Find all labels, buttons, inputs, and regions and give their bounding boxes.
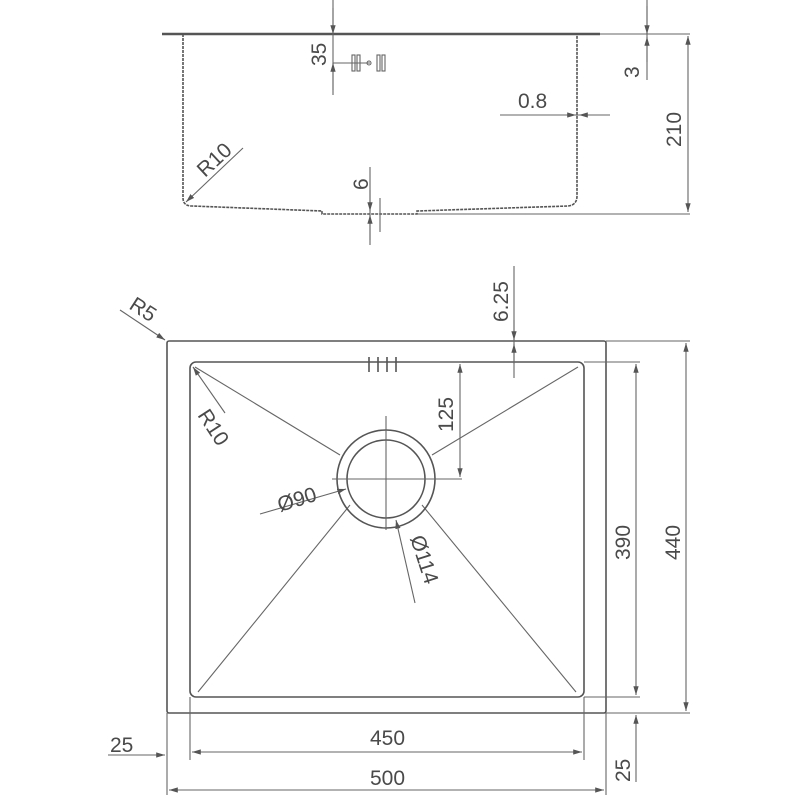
plan-view: 125 6.25 390 440 450 500 25 25 R5 R10 Ø9… [108,266,690,795]
slope-lines [194,366,579,693]
dim-6.25-label: 6.25 [490,281,513,322]
dim-3-label: 3 [621,66,644,78]
dim-0.8-label: 0.8 [518,90,547,113]
overflow-slots-icon [351,54,386,72]
dim-r10-leader [192,366,226,414]
dim-35-label: 35 [308,43,331,66]
dim-d114-label: Ø114 [405,532,442,587]
inner-basin [189,361,585,698]
dim-r10-label: R10 [193,405,233,450]
dim-440-label: 440 [662,525,685,560]
dim-d90-leader [259,488,347,515]
dim-390-label: 390 [612,525,635,560]
overflow-slots-icon [368,357,397,372]
dim-r10-leader [185,147,244,203]
dim-125-label: 125 [435,397,458,432]
dim-left-25-label: 25 [110,734,133,757]
dim-d114-leader [395,519,416,604]
dim-r10-label: R10 [193,139,237,182]
dim-6-label: 6 [350,178,373,190]
dim-d90-label: Ø90 [275,483,320,517]
dim-450-label: 450 [370,727,405,750]
dim-bottom-25-label: 25 [612,759,635,782]
dim-r5-label: R5 [125,293,160,327]
dim-500-label: 500 [370,767,405,790]
dim-r5-leader [119,309,166,341]
outer-rim [166,340,607,714]
side-view: 35 3 0.8 210 R10 6 [162,0,691,245]
dim-210-label: 210 [663,112,686,147]
